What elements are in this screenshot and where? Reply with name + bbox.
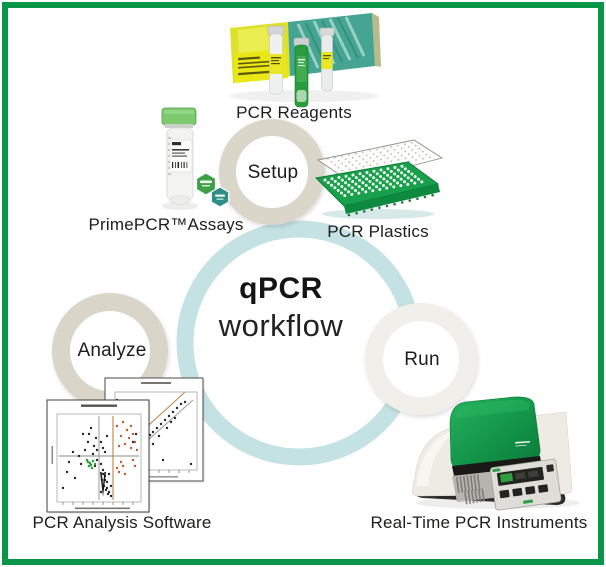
well-plate [314, 161, 440, 219]
stage-label-analyze[interactable]: Analyze [77, 340, 147, 361]
product-label-plastics[interactable]: PCR Plastics [327, 222, 429, 241]
diagram-title-line2: workflow [218, 308, 344, 343]
product-label-software[interactable]: PCR Analysis Software [32, 513, 212, 532]
pcr-plastics-image[interactable] [314, 139, 444, 219]
stage-label-setup[interactable]: Setup [247, 162, 299, 183]
pcr-instrument-image[interactable] [411, 396, 580, 511]
hexagon-badge-1 [195, 172, 217, 196]
primepcr-assay-image[interactable] [161, 107, 230, 210]
product-label-assays[interactable]: PrimePCR™Assays [88, 215, 244, 234]
pcr-reagents-image[interactable] [230, 13, 381, 108]
product-label-reagents[interactable]: PCR Reagents [236, 103, 352, 122]
stage-ring-run[interactable] [365, 303, 477, 415]
stage-label-run[interactable]: Run [404, 349, 440, 370]
product-label-instruments[interactable]: Real-Time PCR Instruments [370, 513, 588, 532]
diagram-title-line1: qPCR [239, 272, 323, 305]
stage-ring-setup[interactable] [219, 119, 325, 225]
analysis-plots-image[interactable] [46, 377, 205, 514]
sealing-film [316, 139, 444, 183]
hexagon-badge-2 [210, 186, 230, 208]
